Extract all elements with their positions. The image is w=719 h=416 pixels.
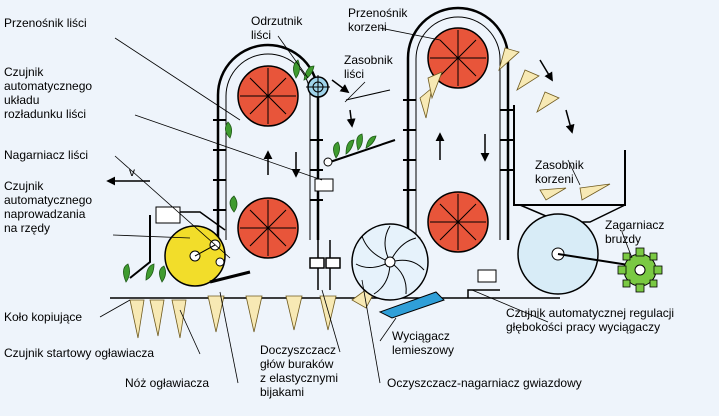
label-share-lifter: Wyciągacz lemieszowy (392, 329, 455, 357)
label-start-sensor: Czujnik startowy ogławiacza (4, 346, 155, 360)
furrow-closer (617, 247, 663, 293)
label-leaf-conveyor: Przenośnik liści (4, 16, 87, 30)
lifter-share (378, 291, 445, 319)
label-velocity: v (129, 165, 135, 179)
label-head-cleaner: Doczyszczacz głów buraków z elastycznymi… (260, 343, 339, 399)
label-depth-sensor: Czujnik automatycznej regulacji głębokoś… (506, 306, 675, 334)
root-conveyor (403, 6, 513, 253)
head-cleaner (309, 240, 341, 290)
leaf-hopper (329, 89, 396, 163)
label-leaf-hopper: Zasobnik liści (344, 53, 393, 81)
leaf-ejector (306, 75, 350, 99)
label-leaf-gatherer: Nagarniacz liści (4, 148, 89, 162)
root-hopper (513, 59, 626, 223)
leaf-conveyor (213, 43, 323, 259)
label-root-hopper: Zasobnik korzeni (535, 158, 584, 186)
star-cleaner (351, 223, 429, 301)
label-row-guidance-sensor: Czujnik automatycznego naprowadzania na … (4, 179, 93, 235)
label-copy-wheel: Koło kopiujące (4, 310, 83, 324)
topper-rotor (129, 211, 251, 287)
depth-sensor (477, 269, 497, 283)
label-unloading-sensor: Czujnik automatycznego układu rozładunku… (4, 65, 93, 121)
leader-lines (99, 27, 633, 384)
lifter-wheel (517, 213, 636, 295)
label-star-cleaner: Oczyszczacz-nagarniacz gwiazdowy (387, 376, 582, 390)
label-root-conveyor: Przenośnik korzeni (348, 6, 408, 34)
row-guidance-sensor (155, 206, 181, 224)
label-topper-knife: Nóż ogławiacza (125, 376, 210, 390)
label-furrow-closer: Zagarniacz bruzdy (605, 218, 665, 246)
label-leaf-ejector: Odrzutnik liści (251, 14, 303, 42)
unloading-sensor-box (314, 178, 334, 192)
